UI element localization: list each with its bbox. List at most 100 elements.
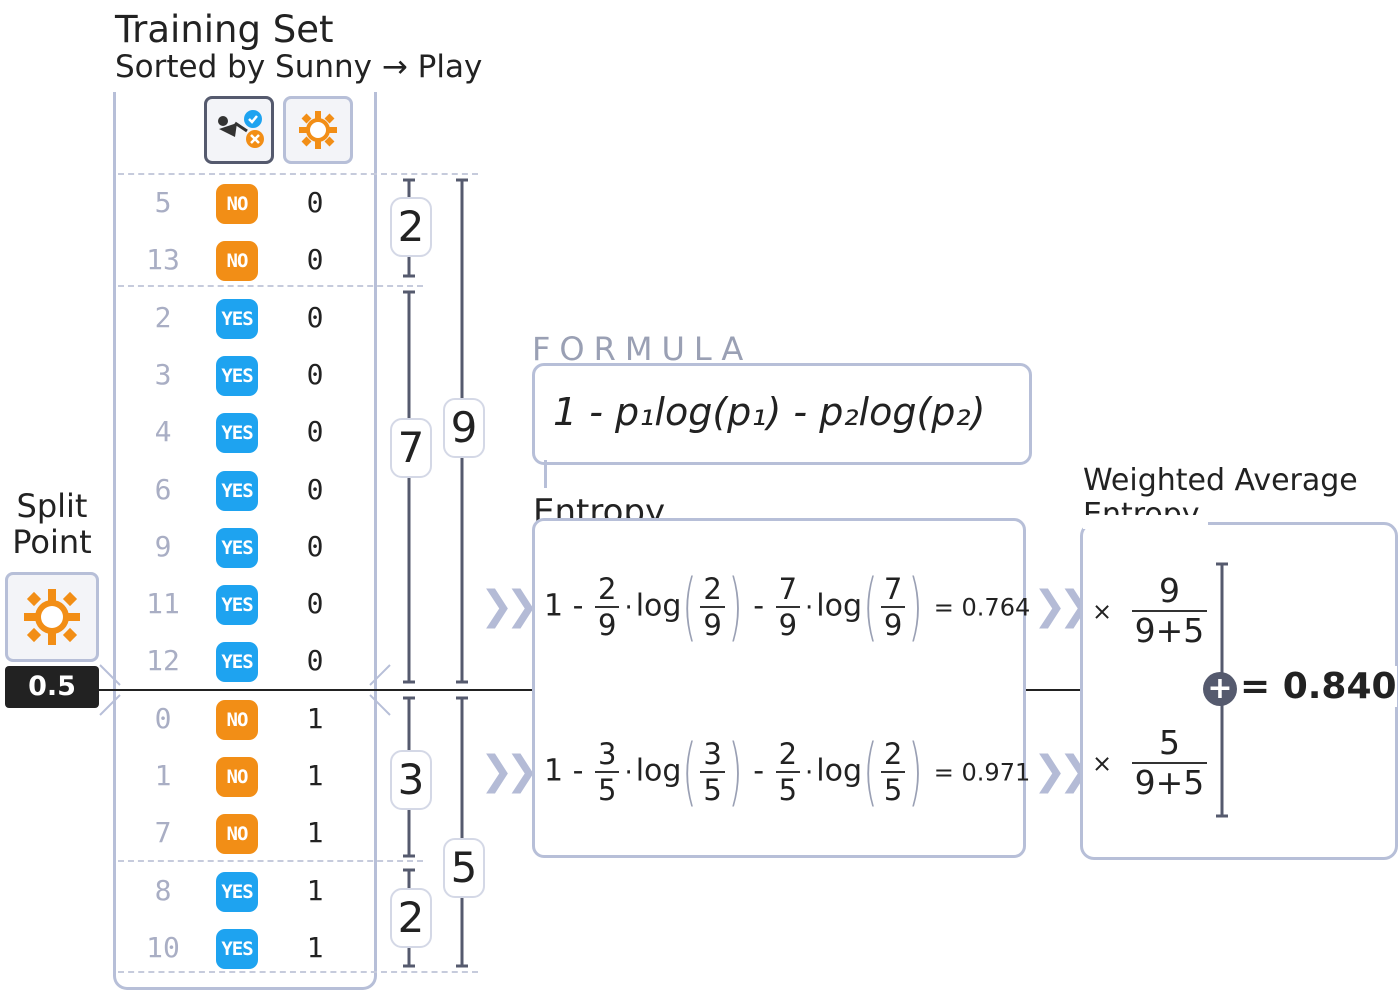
- chevron-right-icon: ❯❯: [1033, 583, 1092, 629]
- play-badge: YES: [216, 298, 258, 339]
- log-label: log: [635, 753, 682, 789]
- formula-connector: [544, 460, 547, 488]
- sunny-value: 1: [306, 930, 324, 964]
- training-set-subtitle: Sorted by Sunny → Play: [115, 49, 483, 85]
- play-badge: NO: [216, 241, 258, 282]
- training-set-title: Training Set: [115, 8, 334, 51]
- sun-icon: [24, 589, 80, 645]
- row-id: 2: [154, 300, 172, 334]
- sunny-column-header[interactable]: [283, 96, 353, 164]
- eq-lead: 1 -: [544, 588, 584, 624]
- times: ×: [1092, 749, 1113, 778]
- entropy-upper-result: = 0.764: [933, 593, 1031, 622]
- group-separator: [118, 860, 423, 862]
- play-badge: YES: [216, 470, 258, 511]
- eq-lead: 1 -: [544, 753, 584, 789]
- play-badge: YES: [216, 928, 258, 969]
- play-badge: YES: [216, 585, 258, 626]
- sunny-value: 1: [306, 759, 324, 792]
- times: ×: [1092, 597, 1113, 626]
- sunny-value: 0: [306, 472, 324, 506]
- minus: -: [753, 753, 765, 789]
- count-lower-yes: 2: [390, 888, 432, 948]
- play-badge: NO: [216, 184, 258, 224]
- log-label: log: [816, 753, 863, 789]
- weighted-label-mask: [1083, 515, 1208, 529]
- numerator: 3: [595, 737, 620, 773]
- play-badge: NO: [216, 757, 258, 797]
- play-badge: NO: [216, 814, 258, 855]
- row-id: 1: [154, 759, 172, 792]
- numerator: 7: [775, 572, 801, 608]
- row-id: 0: [154, 701, 172, 735]
- denominator: 5: [598, 773, 617, 807]
- denominator: 9: [778, 608, 798, 642]
- sunny-value: 0: [306, 300, 324, 334]
- count-upper-total: 9: [443, 398, 485, 458]
- play-badge: NO: [216, 699, 258, 740]
- sunny-value: 1: [306, 816, 324, 850]
- sunny-value: 0: [306, 357, 324, 391]
- weighted-label-line1: Weighted Average: [1083, 463, 1358, 498]
- numerator: 3: [700, 737, 725, 773]
- row-id: 4: [154, 415, 172, 449]
- sunny-value: 0: [306, 587, 324, 621]
- numerator: 7: [880, 572, 906, 608]
- row-id: 3: [154, 357, 172, 391]
- numerator: 2: [700, 572, 725, 608]
- numerator: 2: [775, 737, 801, 773]
- play-badge: YES: [216, 413, 258, 454]
- plus-icon: +: [1203, 672, 1237, 706]
- play-badge: YES: [216, 355, 258, 396]
- denominator: 9+5: [1134, 763, 1205, 802]
- table-frame: [113, 92, 377, 990]
- count-upper-no: 2: [390, 197, 432, 257]
- row-id: 8: [154, 873, 172, 907]
- row-id: 10: [146, 930, 180, 964]
- count-lower-total: 5: [443, 838, 485, 898]
- row-id: 7: [154, 816, 172, 850]
- numerator: 5: [1131, 724, 1208, 764]
- group-separator: [118, 285, 423, 287]
- split-value: 0.5: [5, 666, 99, 708]
- formula-text: 1 - p₁log(p₁) - p₂log(p₂): [553, 390, 986, 434]
- denominator: 5: [703, 773, 722, 807]
- row-id: 13: [146, 243, 180, 277]
- denominator: 9: [703, 608, 722, 642]
- play-column-header[interactable]: [204, 96, 274, 164]
- play-badge: YES: [216, 642, 258, 683]
- split-label: Split Point: [8, 488, 96, 560]
- formula-label: FORMULA: [528, 330, 757, 368]
- split-arrows: [99, 664, 391, 716]
- sunny-value: 1: [306, 701, 324, 735]
- row-id: 9: [154, 529, 172, 563]
- denominator: 9+5: [1134, 611, 1205, 650]
- denominator: 5: [883, 773, 903, 807]
- entropy-lower-result: = 0.971: [933, 758, 1031, 787]
- count-lower-no: 3: [390, 750, 432, 810]
- sunny-value: 0: [306, 243, 324, 277]
- sunny-value: 0: [306, 644, 324, 678]
- group-separator: [118, 173, 478, 175]
- count-upper-yes: 7: [390, 418, 432, 478]
- weighted-result: = 0.840: [1240, 666, 1397, 707]
- row-id: 6: [154, 472, 172, 506]
- split-label-line2: Point: [12, 523, 92, 561]
- row-id: 5: [154, 186, 172, 219]
- sunny-value: 0: [306, 529, 324, 563]
- chevron-right-icon: ❯❯: [1033, 748, 1092, 794]
- sunny-value: 0: [306, 186, 324, 219]
- split-feature-box[interactable]: [5, 572, 99, 662]
